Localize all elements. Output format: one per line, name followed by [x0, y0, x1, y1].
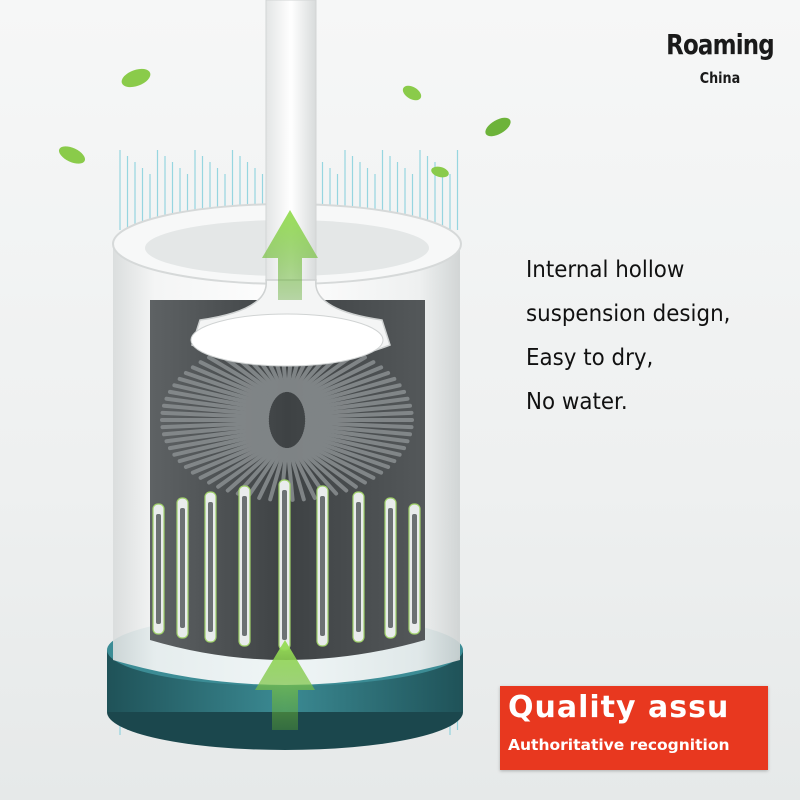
description-line: Internal hollow — [526, 257, 685, 283]
quality-badge: Quality assu Authoritative recognition — [500, 686, 768, 770]
up-arrow-icon — [255, 640, 315, 730]
badge-title: Quality assu — [508, 690, 730, 725]
brand-subtitle: China — [699, 69, 741, 87]
up-arrow-icon — [262, 210, 318, 300]
description-line: Easy to dry, — [526, 345, 654, 371]
brand-logo: Roaming China — [640, 28, 800, 87]
description-line: No water. — [526, 389, 628, 415]
leaf-icon — [402, 85, 422, 101]
leaf-icon — [121, 68, 151, 88]
vent-slots — [152, 479, 421, 651]
description-line: suspension design, — [526, 301, 731, 327]
leaf-icon — [485, 117, 511, 137]
brand-name: Roaming — [666, 28, 775, 61]
feature-description: Internal hollow suspension design, Easy … — [526, 252, 796, 428]
leaf-icon — [58, 146, 86, 164]
leaf-icon — [431, 166, 449, 178]
badge-subtitle: Authoritative recognition — [508, 736, 730, 754]
